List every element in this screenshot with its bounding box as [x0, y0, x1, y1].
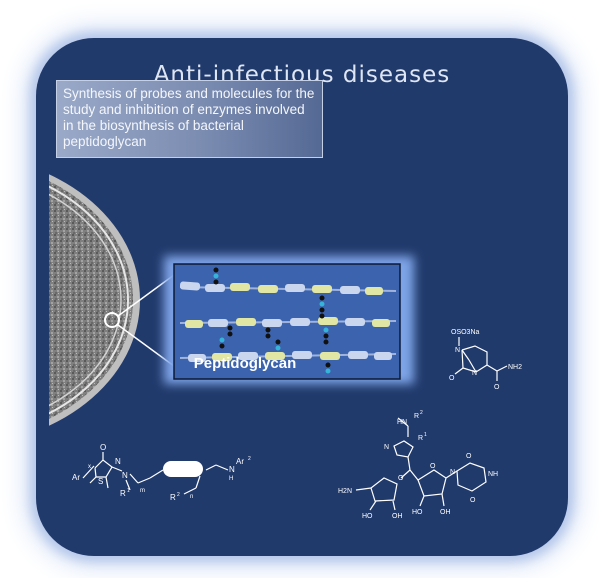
chem-nh2: NH2 — [508, 364, 522, 371]
chem-nr1-sup: 1 — [424, 432, 427, 438]
chem-o: O — [100, 443, 106, 452]
chem-r1: R — [120, 489, 126, 498]
chem-ho2: HO — [412, 509, 423, 516]
chem-triazole-n: N — [384, 444, 389, 451]
chem-hn: HN — [397, 419, 407, 426]
chem-n3: n — [190, 494, 193, 500]
chem-bo2: O — [494, 384, 500, 391]
chem-h2n: H2N — [338, 488, 352, 495]
chem-m: m — [140, 488, 145, 494]
chem-bo: O — [449, 375, 455, 382]
chem-h: H — [229, 476, 233, 482]
chem-bn1: N — [455, 347, 460, 354]
chem-o4: O — [430, 463, 436, 470]
glycan-strands — [179, 281, 397, 362]
chem-x: x — [88, 464, 91, 470]
chem-ar1: Ar — [72, 473, 80, 482]
chem-nr2-sup: 2 — [420, 410, 423, 416]
chem-r2: R — [170, 493, 176, 502]
zoom-origin-circle — [104, 312, 120, 328]
chem-no: O — [398, 475, 404, 482]
chem-ho1: HO — [362, 513, 373, 520]
chem-n2: N — [122, 471, 128, 480]
chem-ar2: Ar — [236, 457, 244, 466]
chem-r2-sup: 2 — [177, 492, 180, 498]
nucleoside-structure — [355, 417, 487, 511]
peptide-crosslinks — [213, 267, 331, 374]
chem-ar2-sup: 2 — [248, 456, 251, 462]
chem-nr1: R — [418, 435, 423, 442]
bicyclic-structure — [454, 337, 508, 381]
linker-capsule — [163, 461, 203, 477]
description-box: Synthesis of probes and molecules for th… — [56, 80, 323, 158]
chem-oh1: OH — [392, 513, 403, 520]
chem-nh: N — [229, 465, 235, 474]
chem-oso3na: OSO3Na — [451, 329, 480, 336]
thiazolidinone-structure — [82, 452, 229, 495]
chem-nr2: R — [414, 413, 419, 420]
chem-o2: O — [466, 453, 472, 460]
chem-n: N — [115, 457, 121, 466]
peptidoglycan-label: Peptidoglycan — [193, 355, 297, 372]
chem-r1-sup: 1 — [127, 488, 130, 494]
chem-oh2: OH — [440, 509, 451, 516]
chem-bn2: N — [472, 370, 477, 377]
chem-nh: NH — [488, 471, 498, 478]
chem-o3: O — [470, 497, 476, 504]
chem-nn: N — [450, 469, 455, 476]
chem-s: S — [98, 477, 103, 486]
